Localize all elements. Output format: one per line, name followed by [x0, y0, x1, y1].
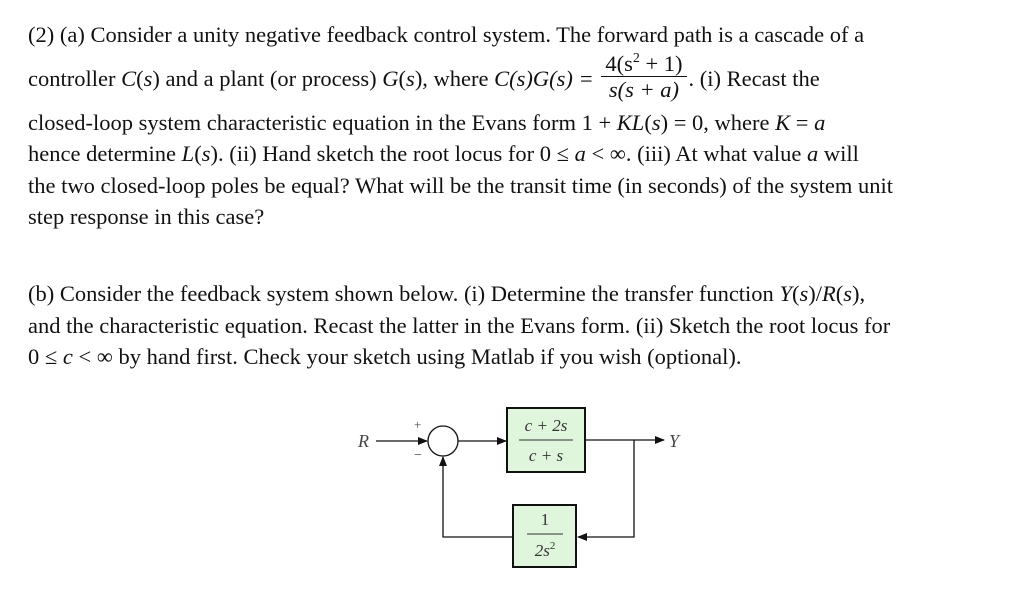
fraction-numerator: 4(s2 + 1) [605, 50, 683, 76]
part-b-paragraph: (b) Consider the feedback system shown b… [28, 278, 1013, 373]
input-label-r: R [357, 431, 369, 451]
part-b-line-3: 0 ≤ c < ∞ by hand first. Check your sket… [28, 344, 742, 369]
part-b-line-1: (b) Consider the feedback system shown b… [28, 281, 866, 306]
part-a-line-5: the two closed-loop poles be equal? What… [28, 172, 894, 198]
forward-block-numerator: c + 2s [525, 416, 568, 435]
minus-sign: − [414, 448, 422, 463]
part-a-line-6: step response in this case? [28, 204, 265, 229]
feedback-return-arrow [439, 456, 513, 538]
forward-block-denominator: c + s [529, 446, 564, 465]
feedback-block [512, 504, 577, 568]
block-diagram: R + − c + 2s c + s Y 1 2s2 [357, 407, 681, 568]
transfer-fraction: 4(s2 + 1)s(s + a) [601, 50, 687, 103]
part-b-line-2: and the characteristic equation. Recast … [28, 312, 891, 338]
part-a-paragraph: (2) (a) Consider a unity negative feedba… [28, 19, 1013, 233]
fraction-denominator: s(s + a) [601, 75, 687, 103]
feedback-block-denominator: 2s2 [535, 540, 556, 560]
part-a-line-1: (2) (a) Consider a unity negative feedba… [28, 22, 865, 47]
feedback-block-numerator: 1 [541, 510, 550, 529]
plus-sign: + [414, 417, 421, 432]
output-label-y: Y [669, 431, 681, 451]
part-a-line-3: closed-loop system characteristic equati… [28, 109, 826, 135]
part-a-line-2: controller C(s) and a plant (or process)… [28, 50, 820, 103]
summing-junction [427, 425, 459, 457]
part-a-line-4: hence determine L(s). (ii) Hand sketch t… [28, 141, 859, 166]
cg-expression: C(s)G(s) = [494, 65, 594, 91]
feedback-takeoff-line [577, 440, 635, 541]
